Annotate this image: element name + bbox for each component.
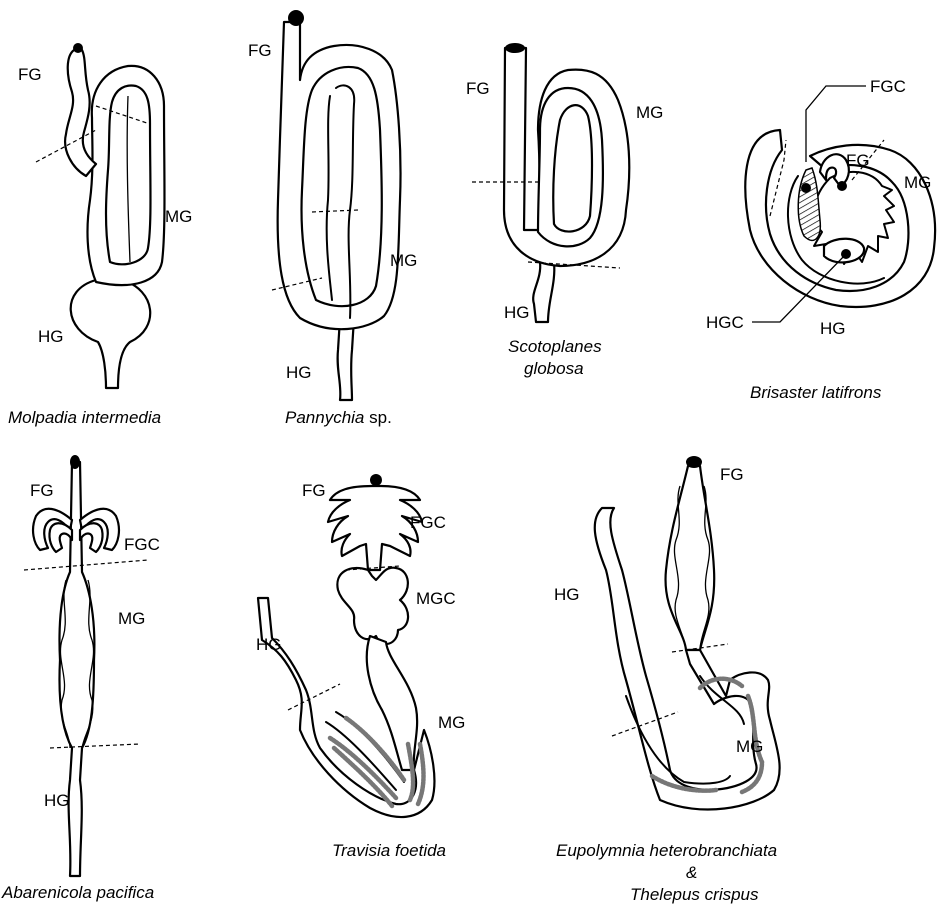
diagram-travisia-foetida: FG FGC MGC HG MG Travisia foetida — [256, 474, 465, 860]
label-fgc: FGC — [124, 535, 160, 554]
label-mg: MG — [118, 609, 145, 628]
foregut-caecum — [798, 168, 820, 240]
label-mg: MG — [390, 251, 417, 270]
diagram-abarenicola-pacifica: FG FGC MG HG Abarenicola pacifica — [1, 455, 160, 902]
foregut-caeca — [328, 486, 422, 570]
caption-sp: sp. — [364, 408, 391, 427]
midgut-loop-inner — [106, 86, 151, 265]
label-mg: MG — [736, 737, 763, 756]
label-fg: FG — [30, 481, 54, 500]
label-fgc: FGC — [410, 513, 446, 532]
caption-brisaster: Brisaster latifrons — [750, 383, 882, 402]
mouth-dot — [370, 474, 382, 486]
caption-thelepus: Thelepus crispus — [630, 885, 759, 904]
label-hg: HG — [504, 303, 530, 322]
label-hg: HG — [38, 327, 64, 346]
caption-eupolymnia: Eupolymnia heterobranchiata — [556, 841, 777, 860]
caption-abarenicola: Abarenicola pacifica — [1, 883, 154, 902]
mouth-dot — [686, 456, 702, 468]
midgut-caeca — [337, 568, 408, 644]
midgut-loop-inner — [302, 67, 382, 306]
midgut-inner-loop — [553, 105, 592, 231]
caption-molpadia: Molpadia intermedia — [8, 408, 161, 427]
diagram-eupolymnia-thelepus: FG HG MG Eupolymnia heterobranchiata & T… — [554, 456, 780, 904]
label-fg: FG — [846, 151, 870, 170]
caption-ampersand: & — [686, 863, 697, 882]
mouth-dot — [73, 43, 83, 53]
label-hg: HG — [256, 635, 282, 654]
label-fg: FG — [466, 79, 490, 98]
caption-pannychia: Pannychia sp. — [285, 408, 392, 427]
caption-travisia: Travisia foetida — [332, 841, 446, 860]
label-fg: FG — [302, 481, 326, 500]
caption-genus: Pannychia — [285, 408, 364, 427]
label-mg: MG — [438, 713, 465, 732]
diagram-scotoplanes-globosa: FG MG HG Scotoplanes globosa — [466, 43, 663, 378]
label-mgc: MGC — [416, 589, 456, 608]
label-hg: HG — [44, 791, 70, 810]
foregut-hook — [820, 154, 849, 186]
label-fg: FG — [18, 65, 42, 84]
label-fgc: FGC — [870, 77, 906, 96]
hindgut-tube — [533, 262, 554, 322]
diagram-brisaster-latifrons: FGC FG MG HGC HG Brisaster latifrons — [706, 77, 935, 402]
label-hg: HG — [286, 363, 312, 382]
diagram-pannychia: FG MG HG Pannychia sp. — [248, 10, 417, 427]
label-hgc: HGC — [706, 313, 744, 332]
label-hg: HG — [820, 319, 846, 338]
label-mg: MG — [636, 103, 663, 122]
mouth-dot — [288, 10, 304, 26]
label-fg: FG — [720, 465, 744, 484]
diagram-molpadia-intermedia: FG MG HG Molpadia intermedia — [8, 43, 192, 427]
label-fg: FG — [248, 41, 272, 60]
label-mg: MG — [165, 207, 192, 226]
hindgut-bulb — [71, 280, 151, 388]
caption-scotoplanes-1: Scotoplanes — [508, 337, 602, 356]
hindgut-tube — [338, 318, 354, 400]
mouth-dot — [505, 43, 525, 53]
caption-scotoplanes-2: globosa — [524, 359, 584, 378]
mouth-dot — [70, 455, 80, 469]
label-mg: MG — [904, 173, 931, 192]
label-hg: HG — [554, 585, 580, 604]
